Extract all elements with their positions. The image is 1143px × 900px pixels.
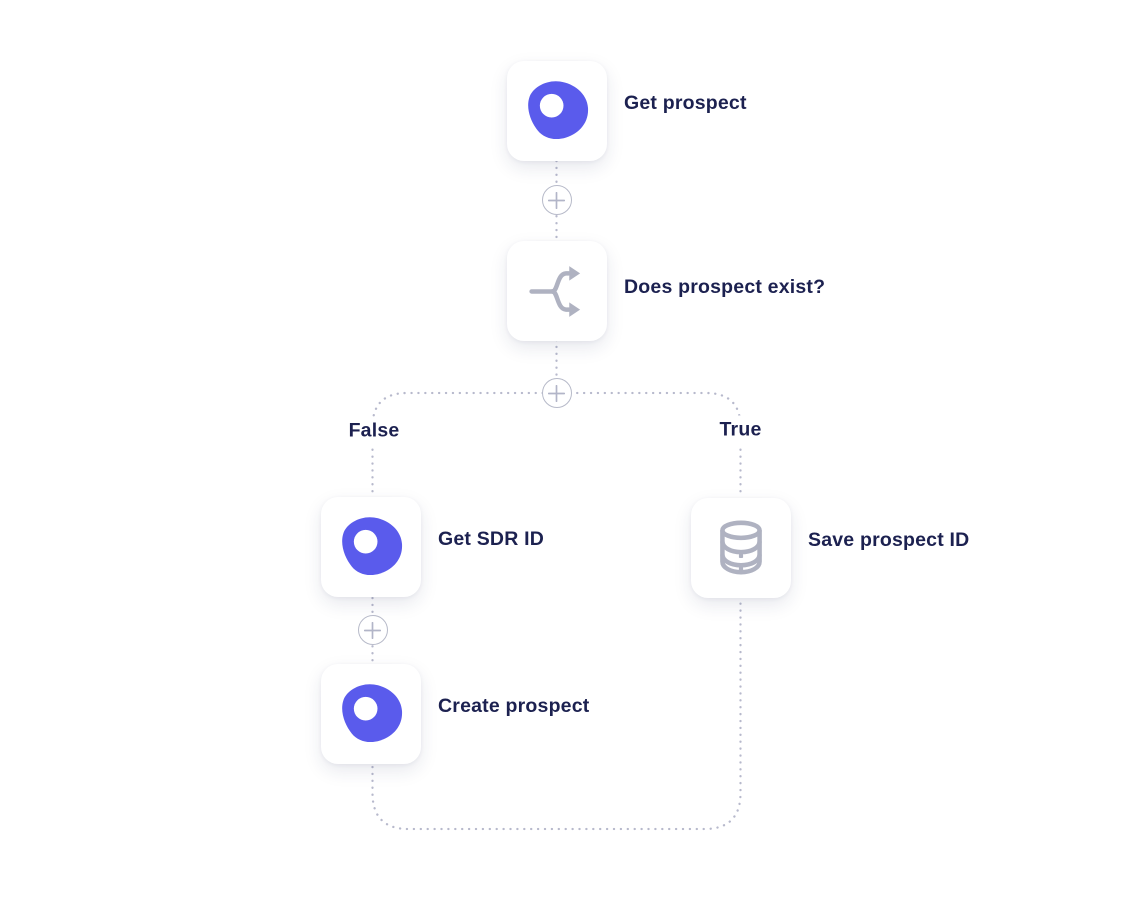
database-icon	[720, 520, 762, 575]
plus-icon	[548, 191, 565, 209]
connector-merge	[371, 597, 742, 831]
outreach-icon	[342, 684, 403, 743]
node-label: Get prospect	[624, 91, 747, 114]
workflow-node-does-prospect-exist: Does prospect exist?	[507, 241, 825, 341]
outreach-icon	[342, 517, 403, 576]
connector-branch-true	[555, 391, 742, 499]
add-step-button[interactable]	[357, 615, 388, 645]
add-step-button[interactable]	[541, 378, 572, 408]
branch-label-true: True	[711, 415, 770, 445]
node-label: Create prospect	[438, 694, 590, 717]
workflow-node-get-prospect: Get prospect	[507, 61, 747, 161]
workflow-node-create-prospect: Create prospect	[321, 664, 589, 764]
plus-icon	[548, 384, 565, 402]
plus-icon	[364, 621, 381, 639]
workflow-node-get-sdr-id: Get SDR ID	[321, 497, 544, 597]
outreach-icon	[528, 81, 589, 140]
workflow-node-save-prospect-id: Save prospect ID	[691, 498, 969, 598]
node-card-create-prospect[interactable]	[321, 664, 421, 764]
node-card-get-sdr-id[interactable]	[321, 497, 421, 597]
node-card-get-prospect[interactable]	[507, 61, 607, 161]
node-label: Save prospect ID	[808, 528, 970, 551]
add-step-button[interactable]	[541, 185, 572, 215]
node-label: Does prospect exist?	[624, 275, 826, 298]
branch-label-false: False	[340, 416, 408, 446]
node-card-does-prospect-exist[interactable]	[507, 241, 607, 341]
node-label: Get SDR ID	[438, 527, 545, 550]
node-card-save-prospect-id[interactable]	[691, 498, 791, 598]
branch-split-icon	[529, 266, 581, 317]
